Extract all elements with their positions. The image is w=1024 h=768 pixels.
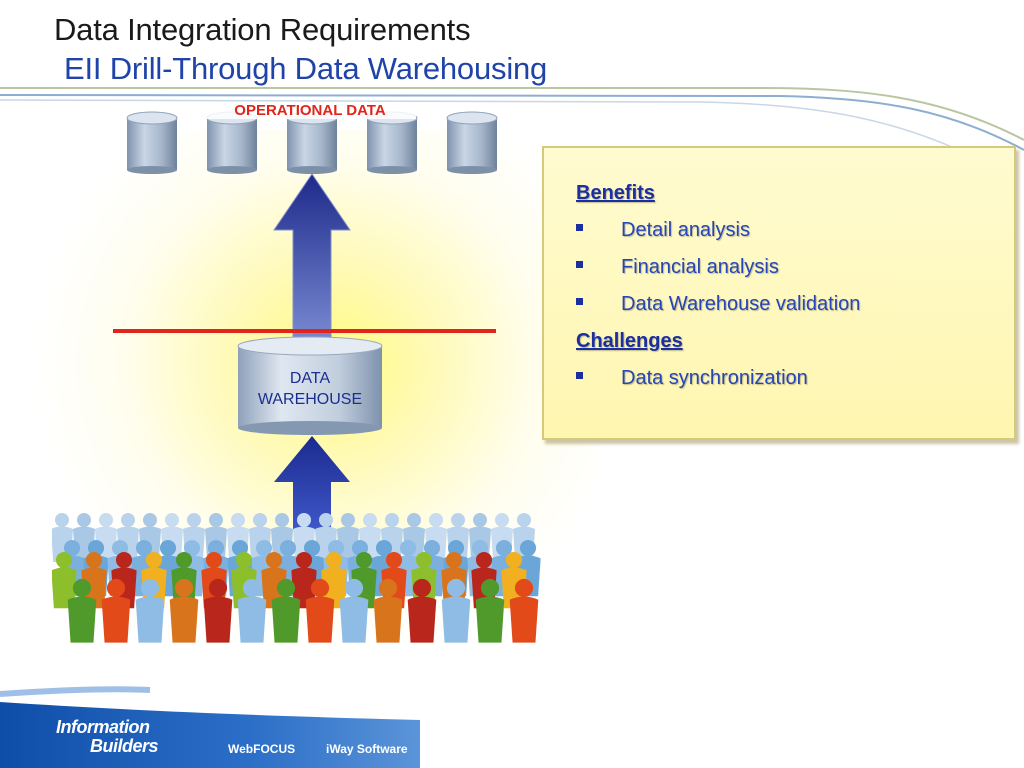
bullet-icon [576, 261, 583, 269]
benefit-item: Data Warehouse validation [576, 293, 860, 316]
divider-line [113, 329, 496, 333]
company-logo-line1: Information [56, 717, 150, 737]
benefit-item: Detail analysis [576, 219, 750, 242]
data-warehouse-icon [237, 336, 383, 435]
footer-product-webfocus: WebFOCUS [228, 742, 296, 756]
database-icon-1 [126, 111, 178, 174]
page-subtitle: EII Drill-Through Data Warehousing [64, 51, 548, 86]
header-decoration [0, 87, 1024, 160]
footer-band [0, 686, 420, 768]
page-title: Data Integration Requirements [54, 12, 471, 47]
flow-arrows [273, 173, 351, 530]
operational-databases [126, 111, 498, 174]
challenges-heading: Challenges [576, 330, 683, 352]
bullet-icon [576, 298, 583, 306]
challenge-item: Data synchronization [576, 367, 808, 390]
data-warehouse-label: DATA WAREHOUSE [236, 368, 384, 410]
data-warehouse-label-line2: WAREHOUSE [257, 391, 363, 408]
footer-product-iway: iWay Software [326, 742, 408, 756]
database-icon-5 [446, 111, 498, 174]
bullet-icon [576, 224, 583, 232]
company-logo-line2: Builders [90, 736, 159, 756]
benefits-heading: Benefits [576, 182, 655, 204]
data-warehouse-label-line1: DATA [289, 370, 331, 387]
database-icon-2 [206, 111, 258, 174]
users-crowd-icon [52, 513, 541, 643]
benefit-item: Financial analysis [576, 256, 779, 279]
database-icon-4 [366, 111, 418, 174]
bullet-icon [576, 372, 583, 380]
operational-data-label: OPERATIONAL DATA [204, 102, 416, 119]
up-arrow-icon [274, 436, 350, 530]
up-arrow-icon [273, 173, 351, 351]
benefits-challenges-panel: Benefits Detail analysis Financial analy… [542, 146, 1016, 440]
